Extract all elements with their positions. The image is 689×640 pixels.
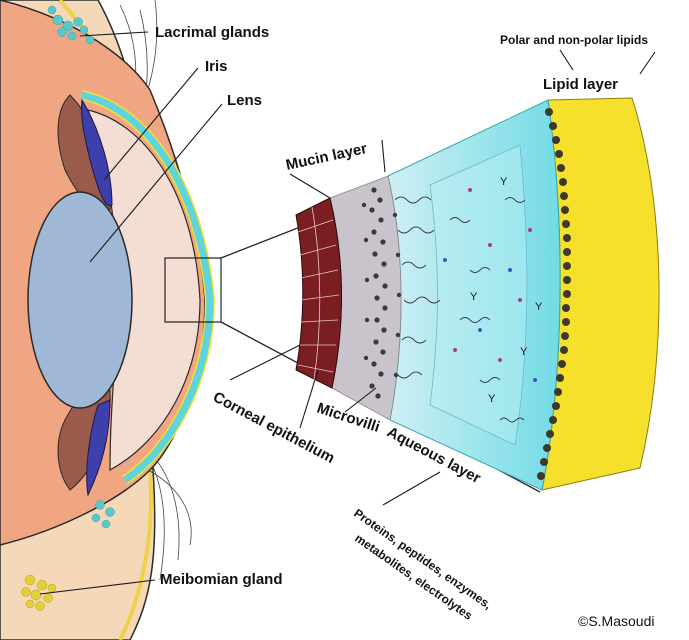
label-lipid-layer: Lipid layer — [543, 76, 618, 93]
magnification-box — [164, 257, 222, 323]
lipid-droplets — [537, 108, 571, 480]
lacrimal-gland-dots — [47, 5, 115, 529]
svg-text:Y: Y — [500, 176, 508, 188]
mucin-strands — [394, 196, 526, 423]
svg-text:Y: Y — [520, 346, 528, 358]
label-aqueous-note-1: Proteins, peptides, enzymes, — [351, 506, 494, 612]
label-meibomian-gland: Meibomian gland — [160, 571, 283, 588]
leader-lines — [39, 31, 656, 595]
label-corneal-epithelium: Corneal epithelium — [210, 389, 337, 467]
eye-cross-section — [0, 0, 222, 640]
label-mucin-layer: Mucin layer — [284, 140, 368, 174]
lens — [27, 191, 133, 409]
aqueous-particles: Y Y Y Y Y — [443, 176, 543, 405]
svg-text:Y: Y — [535, 301, 543, 313]
label-lens: Lens — [227, 92, 262, 109]
microvilli-dots — [361, 187, 402, 399]
eyelashes — [119, 0, 192, 581]
svg-text:Y: Y — [470, 291, 478, 303]
meibomian-gland-dots — [21, 574, 57, 611]
label-iris: Iris — [205, 58, 228, 75]
svg-text:Y: Y — [488, 393, 496, 405]
label-lipid-note: Polar and non-polar lipids — [500, 33, 648, 47]
tear-film-wedge: Y Y Y Y Y — [295, 97, 660, 491]
label-lacrimal-glands: Lacrimal glands — [155, 24, 269, 41]
corneal-epithelium-band — [295, 197, 342, 389]
credit-text: ©S.Masoudi — [578, 613, 654, 629]
